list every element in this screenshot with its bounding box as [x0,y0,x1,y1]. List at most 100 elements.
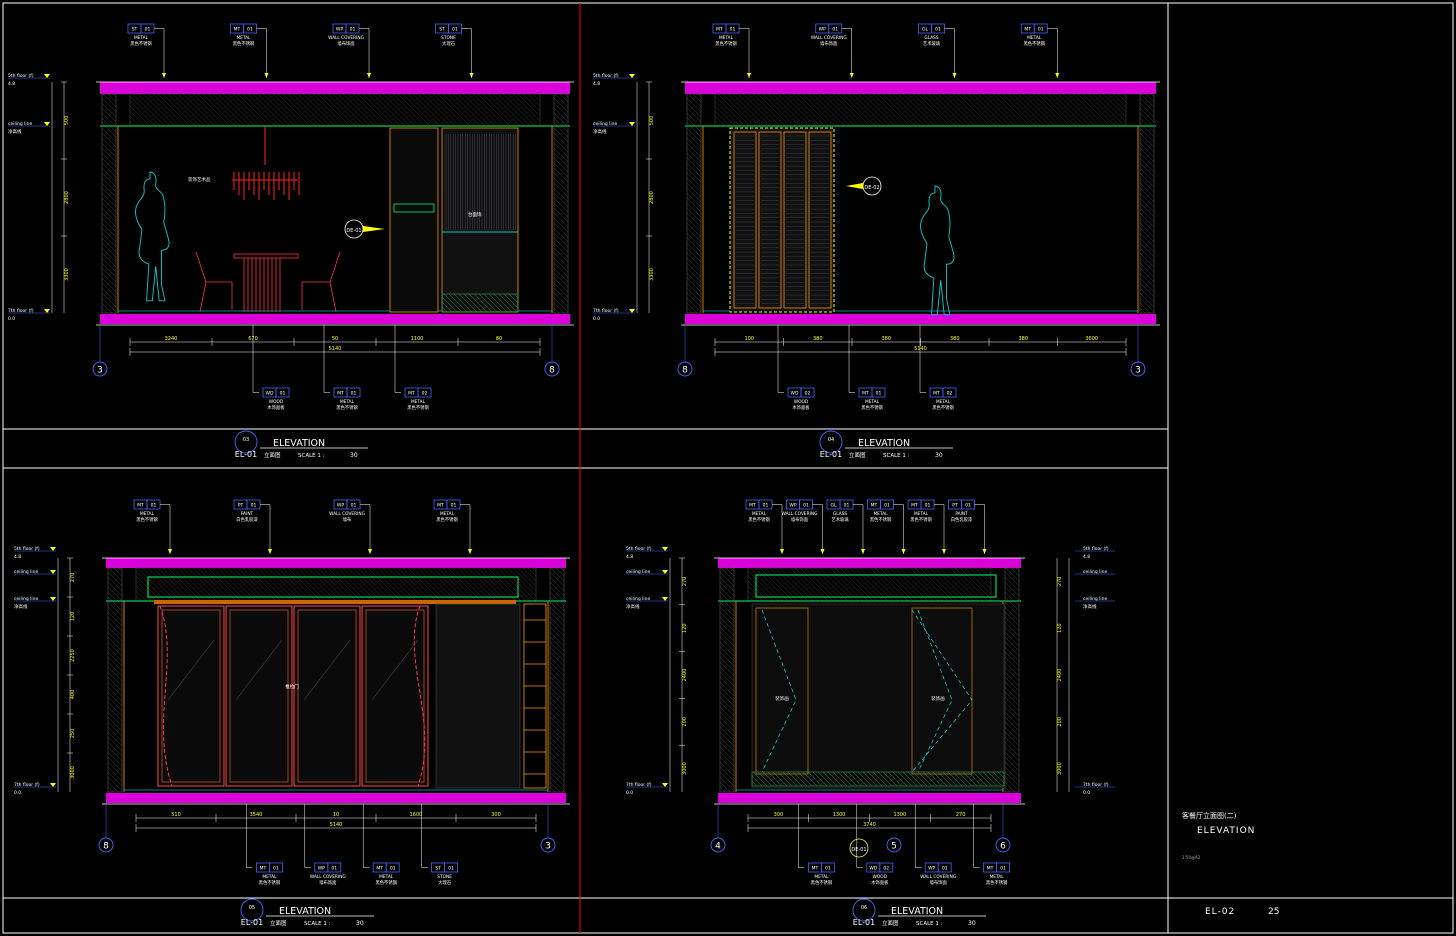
soffit-hatch [987,93,1021,127]
soffit-hatch [367,567,402,602]
level-triangle [662,597,668,601]
right-column-hatch [553,122,569,138]
left-column-hatch [692,93,702,103]
left-column-hatch [719,756,735,772]
soffit-hatch [172,93,206,127]
soffit-hatch [437,93,471,127]
tag-code: WD [266,391,274,397]
soffit-hatch [135,570,167,602]
right-column-hatch [1004,616,1020,632]
tag-material-cn: 大理石 [442,40,456,47]
right-column-hatch [553,177,569,193]
soffit-hatch [482,93,516,127]
view-number: 03 [243,437,249,443]
left-column-hatch [719,586,735,602]
left-column-hatch [687,93,702,108]
right-column-hatch [549,691,565,707]
level-value: 净高线 [8,128,22,135]
right-column-hatch [549,701,565,717]
soffit-hatch [814,567,849,602]
soffit-hatch [247,567,282,602]
soffit-hatch [277,93,311,127]
right-column-outline [1139,93,1155,314]
art-base-hatch [478,293,498,313]
tag-material: METAL [1027,35,1042,41]
soffit-hatch [482,567,517,602]
elevation-view-06: 装饰画装饰画5DE-015th floor (f)4.85th floor (f… [626,499,1115,927]
soffit-hatch [532,567,537,572]
tag-material: WALL COVERING [310,874,346,880]
left-column-hatch [101,237,117,253]
tag-leader [421,804,428,868]
base-band-hatch [907,771,923,787]
art-diagonal [911,609,973,773]
right-column-hatch [1004,626,1020,642]
right-column-hatch [1004,766,1020,782]
left-column-hatch [686,97,702,113]
soffit-hatch [909,567,944,602]
base-band-hatch [807,771,823,787]
soffit-hatch [162,567,197,602]
right-column-hatch [553,132,569,148]
art-base-hatch [453,293,473,313]
art-base-hatch [468,293,488,313]
left-column-hatch [719,636,735,652]
sheet-title-cn: 客餐厅立面图(二) [1182,811,1237,820]
soffit-hatch [212,567,247,602]
drawing-number: EL-02 [1205,907,1235,917]
soffit-hatch [984,567,992,575]
right-column-hatch [553,107,569,123]
soffit-hatch [135,590,147,602]
tag-num: 01 [247,27,253,33]
soffit-hatch [332,93,366,127]
soffit-hatch [777,93,811,127]
right-column-hatch [553,237,569,253]
callout-text: DE-01 [346,228,361,234]
soffit-hatch [857,93,891,127]
human-figure [920,185,955,316]
right-column-hatch [1004,601,1020,617]
base-band-hatch [912,771,928,787]
tag-num: 01 [351,503,357,509]
soffit-hatch [797,93,831,127]
note-label: 装饰画 [775,695,789,702]
soffit-hatch [357,567,392,602]
soffit-hatch [322,567,357,602]
soffit-hatch [1052,93,1086,127]
soffit-hatch [327,93,361,127]
right-column-outline [553,93,569,314]
left-column-hatch [107,581,123,597]
tag-material-cn: 黑色不锈钢 [136,516,157,523]
left-column-hatch [719,766,735,782]
left-column-hatch [107,616,123,632]
soffit-hatch [177,567,212,602]
right-column-hatch [549,656,565,672]
soffit-hatch [879,567,914,602]
tag-material: WALL COVERING [782,511,818,517]
view-title-cn: 立面图 [264,451,281,459]
soffit-hatch [347,93,381,127]
tag-arrow [901,549,906,554]
left-column-hatch [719,581,735,597]
base-band-hatch [922,771,938,787]
vertical-dim-text: 500 [64,116,70,126]
left-column-hatch [101,282,117,298]
left-column-hatch [107,721,123,737]
tag-material: WALL COVERING [920,874,956,880]
soffit-hatch [959,567,992,600]
tag-num-box [327,862,342,873]
right-column-hatch [549,751,565,767]
soffit-hatch [532,93,541,102]
note-label: 装饰艺术品 [188,176,211,183]
right-column-hatch [1004,631,1020,647]
view-number: 05 [249,905,255,911]
soffit-hatch [162,93,196,127]
soffit-hatch [129,110,146,127]
left-column-hatch [101,202,117,218]
right-column-hatch [1139,182,1155,198]
tag-code: GL [922,27,928,33]
left-column-hatch [101,217,117,233]
soffit-hatch [527,567,537,577]
right-column-hatch [549,606,565,622]
